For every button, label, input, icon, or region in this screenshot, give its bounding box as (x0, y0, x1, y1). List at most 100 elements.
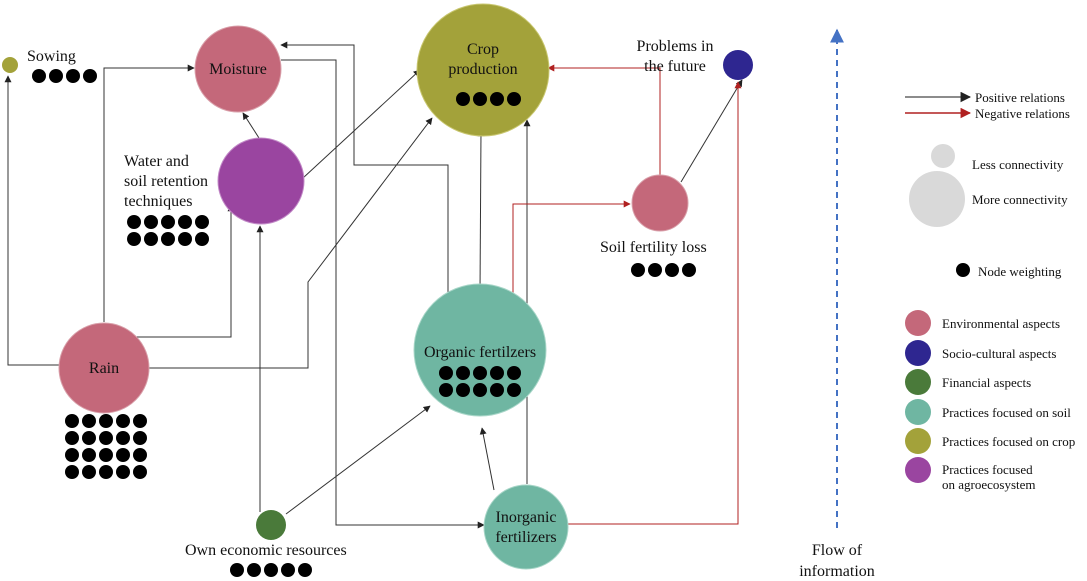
weighting-dot-soil-loss (631, 263, 645, 277)
weighting-dot-organic (473, 383, 487, 397)
label-water-line3: techniques (124, 193, 193, 210)
node-water-soil-retention (217, 137, 305, 225)
weighting-dot-rain (133, 414, 147, 428)
label-inorganic-line2: fertilizers (495, 529, 557, 546)
weighting-dot-water (195, 232, 209, 246)
weighting-dot-rain (133, 465, 147, 479)
legend-node-weighting-dot (956, 263, 970, 277)
node-weighting-dots (32, 69, 696, 577)
node-moisture (194, 25, 282, 113)
weighting-dot-water (127, 215, 141, 229)
weighting-dot-soil-loss (648, 263, 662, 277)
node-own-economic-resources (256, 510, 286, 540)
weighting-dot-economic (247, 563, 261, 577)
legend-positive-label: Positive relations (975, 90, 1065, 105)
legend-practices-agroecosystem-label-2: on agroecosystem (942, 477, 1036, 492)
node-soil-fertility-loss (631, 174, 689, 232)
edge-water-to-moisture (242, 112, 260, 139)
label-flow-line2: information (799, 563, 875, 580)
weighting-dot-sowing (32, 69, 46, 83)
node-rain (58, 322, 150, 414)
weighting-dot-rain (65, 465, 79, 479)
weighting-dot-rain (133, 431, 147, 445)
node-inorganic-fertilizers (483, 484, 569, 570)
legend-node-weighting-label: Node weighting (978, 264, 1062, 279)
label-own-economic-resources: Own economic resources (185, 542, 347, 559)
weighting-dot-crop (473, 92, 487, 106)
weighting-dot-water (178, 215, 192, 229)
legend-financial-swatch (905, 369, 931, 395)
weighting-dot-water (127, 232, 141, 246)
weighting-dot-water (195, 215, 209, 229)
legend-practices-crop-swatch (905, 428, 931, 454)
label-problems-line2: the future (644, 58, 706, 75)
weighting-dot-organic (439, 383, 453, 397)
edge-economic-to-organic (285, 405, 431, 515)
weighting-dot-rain (82, 414, 96, 428)
weighting-dot-rain (65, 414, 79, 428)
legend-socio-cultural-label: Socio-cultural aspects (942, 346, 1057, 361)
edge-rain-to-sowing (4, 75, 60, 366)
weighting-dot-organic (456, 383, 470, 397)
weighting-dot-water (161, 232, 175, 246)
label-sowing: Sowing (27, 48, 76, 65)
legend-practices-agroecosystem-swatch (905, 457, 931, 483)
weighting-dot-rain (116, 465, 130, 479)
edge-moisture-to-inorganic (281, 59, 485, 529)
label-organic-fertilizers: Organic fertilzers (423, 344, 537, 361)
weighting-dot-soil-loss (682, 263, 696, 277)
legend-environmental-swatch (905, 310, 931, 336)
node-organic-fertilizers (413, 283, 547, 417)
edge-rain-to-moisture (103, 64, 195, 322)
label-water-line1: Water and (124, 153, 189, 170)
node-problems-in-the-future (723, 50, 753, 80)
edge-inorganic-to-problems (568, 81, 742, 525)
label-problems-line1: Problems in (636, 38, 714, 55)
weighting-dot-rain (99, 448, 113, 462)
edge-water-to-crop (302, 69, 421, 179)
weighting-dot-sowing (49, 69, 63, 83)
label-water-line2: soil retention (124, 173, 208, 190)
weighting-dot-organic (490, 383, 504, 397)
weighting-dot-rain (82, 465, 96, 479)
weighting-dot-organic (507, 383, 521, 397)
label-crop-line2: production (448, 61, 518, 78)
edge-rain-to-crop (147, 117, 433, 369)
weighting-dot-water (161, 215, 175, 229)
legend-financial-label: Financial aspects (942, 375, 1032, 390)
weighting-dot-rain (99, 414, 113, 428)
node-sowing (2, 57, 18, 73)
legend-more-connectivity-label: More connectivity (972, 192, 1068, 207)
label-soil-fertility-loss: Soil fertility loss (600, 239, 707, 256)
edge-inorganic-to-organic (479, 427, 495, 491)
weighting-dot-organic (473, 366, 487, 380)
legend-practices-agroecosystem-label-1: Practices focused (942, 462, 1033, 477)
legend-socio-cultural-swatch (905, 340, 931, 366)
weighting-dot-organic (490, 366, 504, 380)
weighting-dot-crop (507, 92, 521, 106)
legend-practices-soil-swatch (905, 399, 931, 425)
weighting-dot-sowing (83, 69, 97, 83)
legend-practices-crop-label: Practices focused on crop (942, 434, 1076, 449)
weighting-dot-water (144, 215, 158, 229)
weighting-dot-organic (456, 366, 470, 380)
weighting-dot-economic (264, 563, 278, 577)
weighting-dot-rain (116, 448, 130, 462)
weighting-dot-rain (99, 431, 113, 445)
edge-organic-to-crop (477, 129, 485, 294)
weighting-dot-organic (439, 366, 453, 380)
weighting-dot-soil-loss (665, 263, 679, 277)
label-inorganic-line1: Inorganic (495, 509, 557, 526)
weighting-dot-water (144, 232, 158, 246)
legend-less-connectivity-circle (931, 144, 955, 168)
edge-rain-to-water (134, 204, 235, 338)
weighting-dot-rain (65, 448, 79, 462)
weighting-dot-organic (507, 366, 521, 380)
weighting-dot-economic (230, 563, 244, 577)
weighting-dot-rain (116, 431, 130, 445)
legend-more-connectivity-circle (909, 171, 965, 227)
weighting-dot-crop (490, 92, 504, 106)
positive-edges (4, 41, 743, 529)
negative-edges (512, 64, 742, 525)
